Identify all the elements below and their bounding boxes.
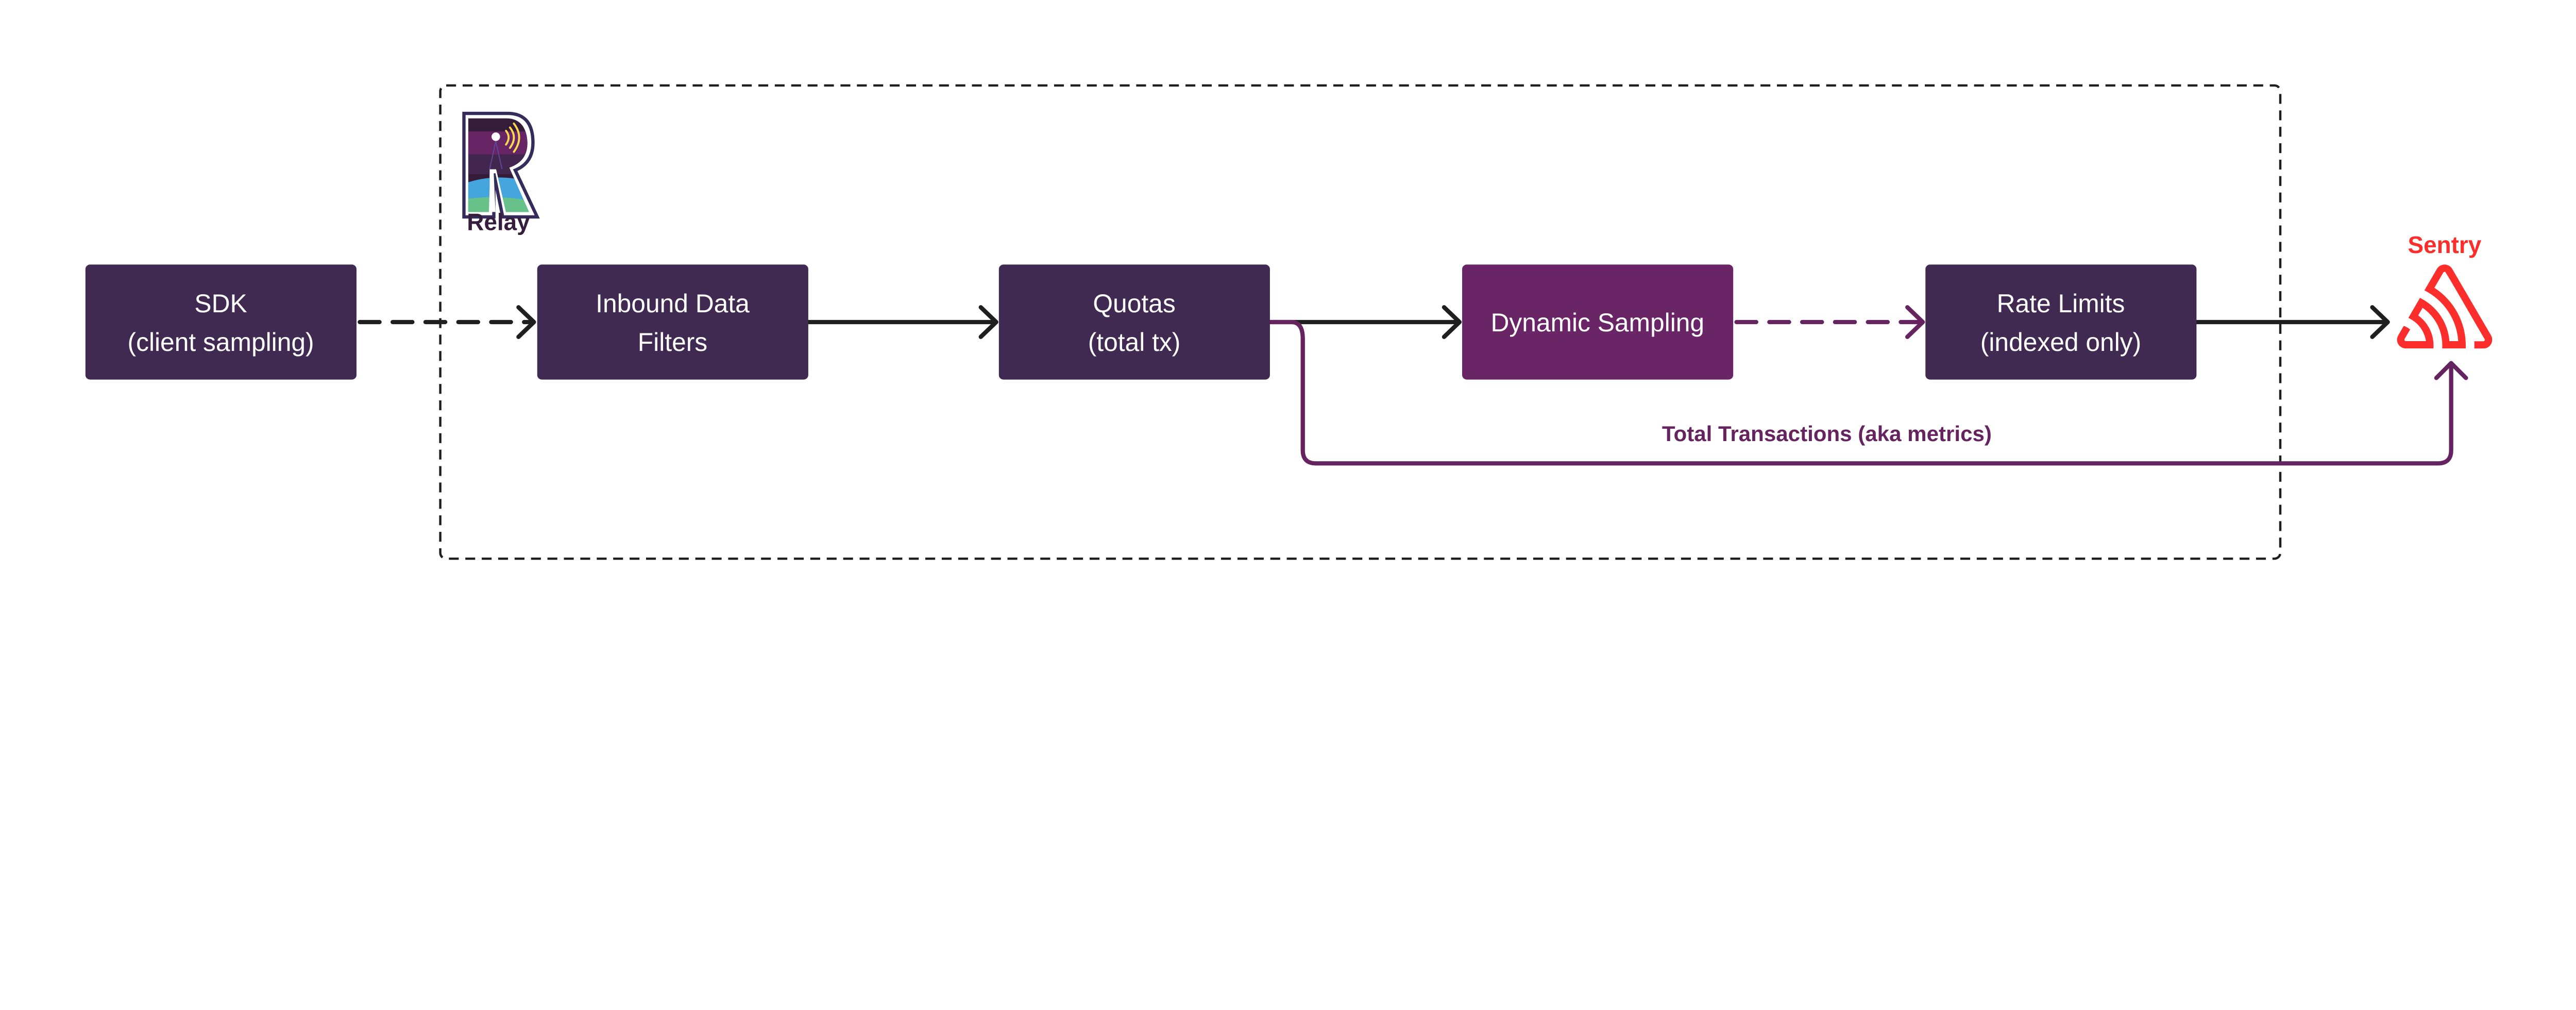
node-sdk-line1: SDK xyxy=(194,289,247,318)
sentry-label: Sentry xyxy=(2408,231,2481,258)
node-quotas-line2: (total tx) xyxy=(1088,328,1181,357)
edge-quotas-sentry-metrics xyxy=(1269,319,2468,466)
node-inbound-filters: Inbound Data Filters xyxy=(537,264,808,380)
pipeline-diagram: Relay Total Transactions (aka metrics) S… xyxy=(85,84,2493,560)
node-quotas-line1: Quotas xyxy=(1093,289,1175,318)
node-inbound-line2: Filters xyxy=(638,328,707,357)
node-sdk-line2: (client sampling) xyxy=(128,328,314,357)
relay-label: Relay xyxy=(467,208,530,235)
node-ratelimits-line1: Rate Limits xyxy=(1997,289,2125,318)
node-dynamic-line1: Dynamic Sampling xyxy=(1490,308,1704,337)
edge-sdk-inbound xyxy=(358,305,536,339)
metrics-edge-label: Total Transactions (aka metrics) xyxy=(1662,422,1992,446)
node-quotas: Quotas (total tx) xyxy=(998,264,1270,380)
edge-ratelimits-sentry xyxy=(2194,305,2390,339)
node-ratelimits-line2: (indexed only) xyxy=(1980,328,2141,357)
node-sdk: SDK (client sampling) xyxy=(85,264,357,380)
sentry-logo xyxy=(2397,264,2493,349)
edge-quotas-dynamic xyxy=(1267,305,1462,339)
edge-inbound-quotas xyxy=(806,305,998,339)
node-rate-limits: Rate Limits (indexed only) xyxy=(1925,264,2197,380)
relay-logo xyxy=(462,111,540,219)
edge-dynamic-ratelimits xyxy=(1734,305,1925,339)
node-dynamic-sampling: Dynamic Sampling xyxy=(1462,264,1734,380)
node-inbound-line1: Inbound Data xyxy=(596,289,750,318)
